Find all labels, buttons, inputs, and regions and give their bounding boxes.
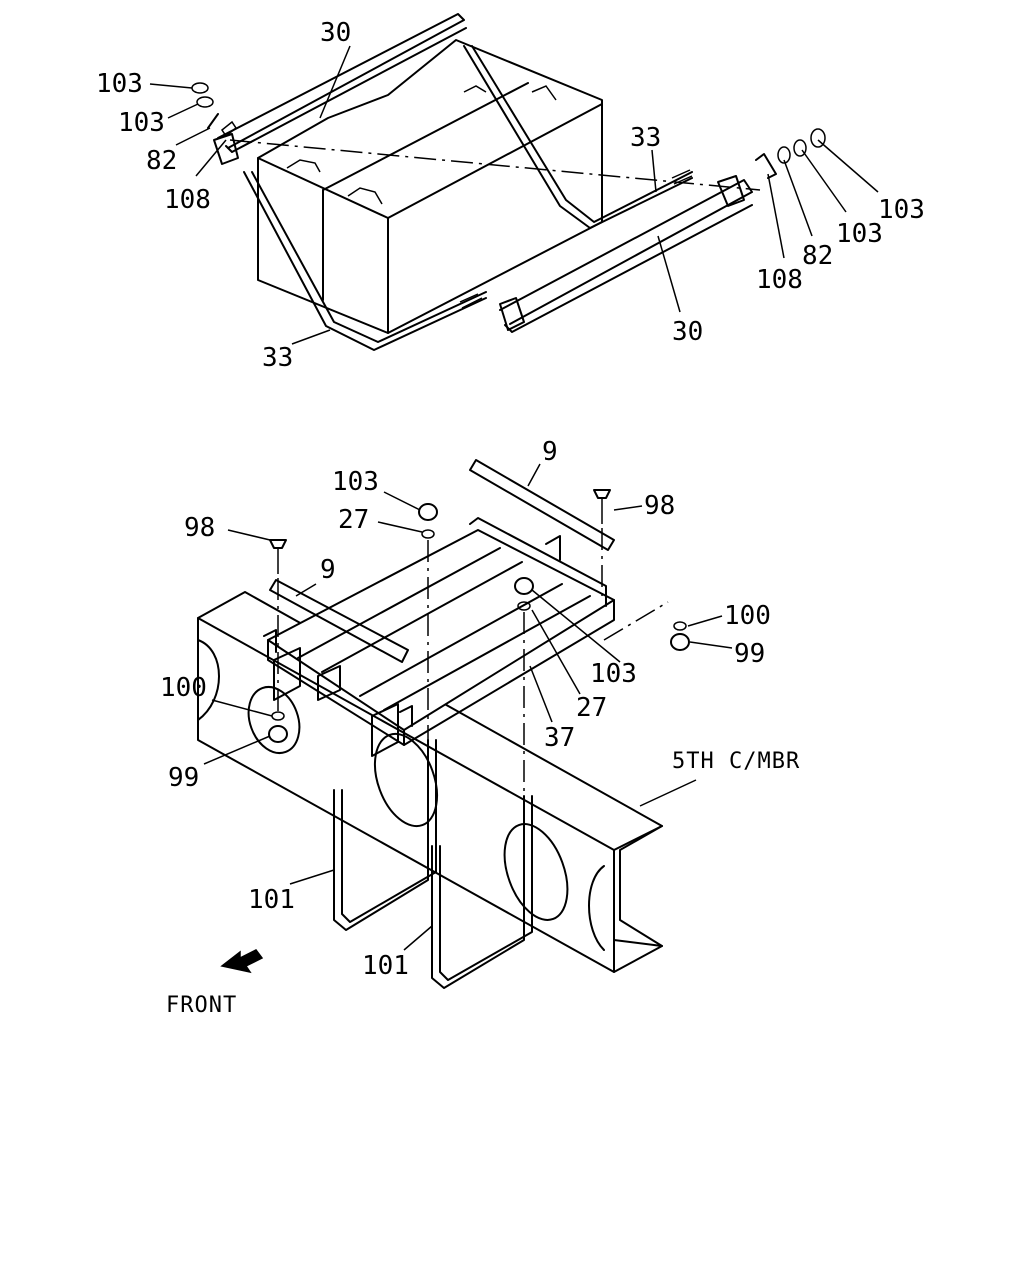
front-label: FRONT: [166, 993, 237, 1018]
fasteners-top-right: [755, 128, 826, 179]
callout-98-left: 98: [184, 513, 215, 543]
nuts-washers: [268, 503, 690, 743]
member-label: 5TH C/MBR: [672, 749, 800, 774]
callout-101-right: 101: [362, 951, 409, 981]
callout-27-tray: 27: [576, 693, 607, 723]
callout-103-mid: 103: [332, 467, 379, 497]
callout-82-left: 82: [146, 146, 177, 176]
callout-30-top: 30: [320, 18, 351, 48]
leaders-bottom: [203, 463, 733, 951]
center-lines-bottom: [277, 528, 669, 796]
callout-37: 37: [544, 723, 575, 753]
callout-9-right: 9: [542, 437, 558, 467]
callout-9-left: 9: [320, 555, 336, 585]
callout-103-b: 103: [118, 108, 165, 138]
front-arrow-icon: [220, 949, 264, 974]
callout-98-right: 98: [644, 491, 675, 521]
callout-27-top: 27: [338, 505, 369, 535]
hold-strips: [269, 459, 615, 663]
callout-103-a: 103: [96, 69, 143, 99]
callout-82-right: 82: [802, 241, 833, 271]
callout-108-left: 108: [164, 185, 211, 215]
leaders-top: [149, 45, 879, 345]
callout-99-left: 99: [168, 763, 199, 793]
callout-108-right: 108: [756, 265, 803, 295]
callout-103-r2: 103: [836, 219, 883, 249]
bolts: [269, 489, 611, 574]
callout-101-left: 101: [248, 885, 295, 915]
callout-99-right: 99: [734, 639, 765, 669]
callout-33-right: 33: [630, 123, 661, 153]
callout-103-r1: 103: [878, 195, 925, 225]
callout-30-bottom: 30: [672, 317, 703, 347]
callout-103-tray: 103: [590, 659, 637, 689]
callout-33-left: 33: [262, 343, 293, 373]
callout-100-left: 100: [160, 673, 207, 703]
u-bolts: [333, 739, 533, 989]
fasteners-top-left: [191, 82, 238, 138]
callout-100-right: 100: [724, 601, 771, 631]
battery-assembly: [229, 39, 761, 334]
